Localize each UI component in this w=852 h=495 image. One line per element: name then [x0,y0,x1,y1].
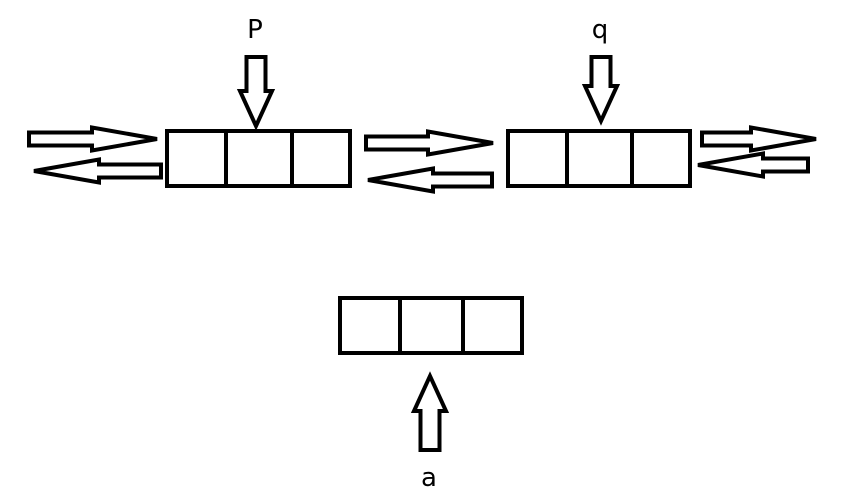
pointer-p-arrow [236,55,276,131]
label-a: a [421,463,437,493]
prev-arrow-out [33,157,163,185]
prev-next-arrow-in [27,125,158,153]
pointer-q-arrow [581,55,621,126]
node-p [165,129,352,188]
node-q [506,129,692,188]
next-arrow-out [700,125,817,153]
label-q: q [592,15,609,45]
label-p: P [247,15,263,45]
prev-arrow-q-to-p [367,166,494,194]
node-a [338,296,524,355]
next-arrow-p-to-q [364,129,494,157]
pointer-a-arrow [410,371,450,452]
prev-arrow-in [697,151,810,179]
